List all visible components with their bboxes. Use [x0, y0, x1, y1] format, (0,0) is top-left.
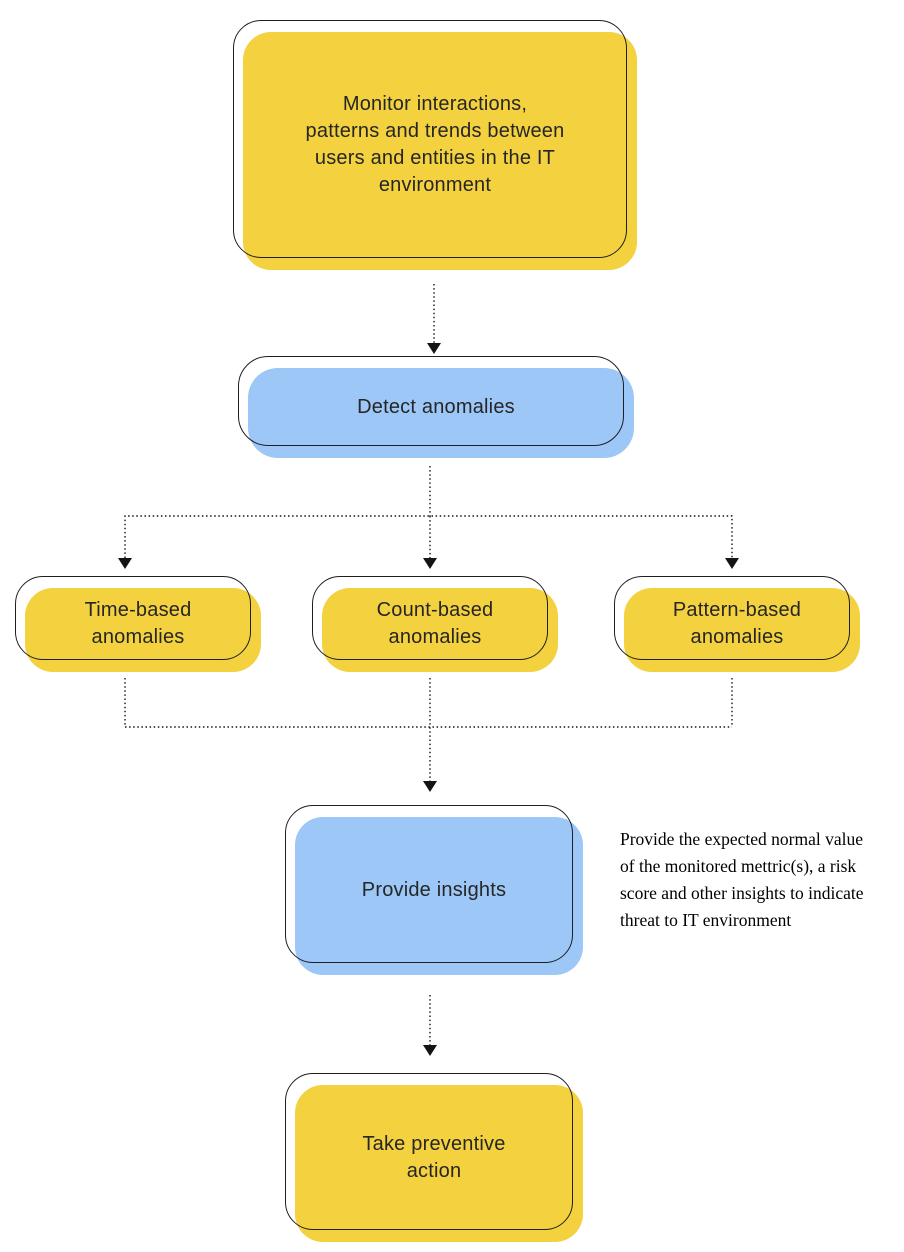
node-take-preventive-action-label: Take preventive action	[362, 1132, 506, 1182]
node-count-based: Count-based anomalies	[312, 576, 558, 672]
insights-annotation: Provide the expected normal value of the…	[620, 829, 864, 930]
node-pattern-based-label: Pattern-based anomalies	[672, 599, 802, 648]
node-count-based-label: Count-based anomalies	[376, 599, 494, 648]
node-provide-insights-fill	[295, 817, 583, 975]
node-count-based-fill	[322, 588, 558, 672]
node-time-based-outline: Time-based anomalies	[15, 576, 251, 660]
node-detect-outline: Detect anomalies	[238, 356, 624, 446]
arrowhead	[423, 1045, 437, 1056]
arrowhead	[118, 558, 132, 569]
node-provide-insights: Provide insights	[285, 805, 583, 975]
node-detect: Detect anomalies	[238, 356, 634, 458]
node-pattern-based-fill	[624, 588, 860, 672]
node-take-preventive-action-outline: Take preventive action	[285, 1073, 573, 1230]
node-time-based-fill	[25, 588, 261, 672]
node-pattern-based-outline: Pattern-based anomalies	[614, 576, 850, 660]
node-pattern-based: Pattern-based anomalies	[614, 576, 860, 672]
node-take-preventive-action: Take preventive action	[285, 1073, 583, 1242]
node-monitor-outline: Monitor interactions, patterns and trend…	[233, 20, 627, 258]
arrowhead	[427, 343, 441, 354]
node-time-based-label: Time-based anomalies	[84, 599, 192, 648]
node-monitor: Monitor interactions, patterns and trend…	[233, 20, 637, 270]
node-count-based-outline: Count-based anomalies	[312, 576, 548, 660]
node-take-preventive-action-fill	[295, 1085, 583, 1242]
arrowhead	[423, 781, 437, 792]
node-detect-fill	[248, 368, 634, 458]
node-provide-insights-outline: Provide insights	[285, 805, 573, 963]
node-provide-insights-label: Provide insights	[361, 878, 507, 901]
node-time-based: Time-based anomalies	[15, 576, 261, 672]
branch-rail-top	[124, 515, 733, 558]
arrowhead	[725, 558, 739, 569]
node-detect-label: Detect anomalies	[357, 395, 515, 418]
node-monitor-label: Monitor interactions, patterns and trend…	[305, 93, 565, 196]
arrowhead	[423, 558, 437, 569]
node-monitor-fill	[243, 32, 637, 270]
